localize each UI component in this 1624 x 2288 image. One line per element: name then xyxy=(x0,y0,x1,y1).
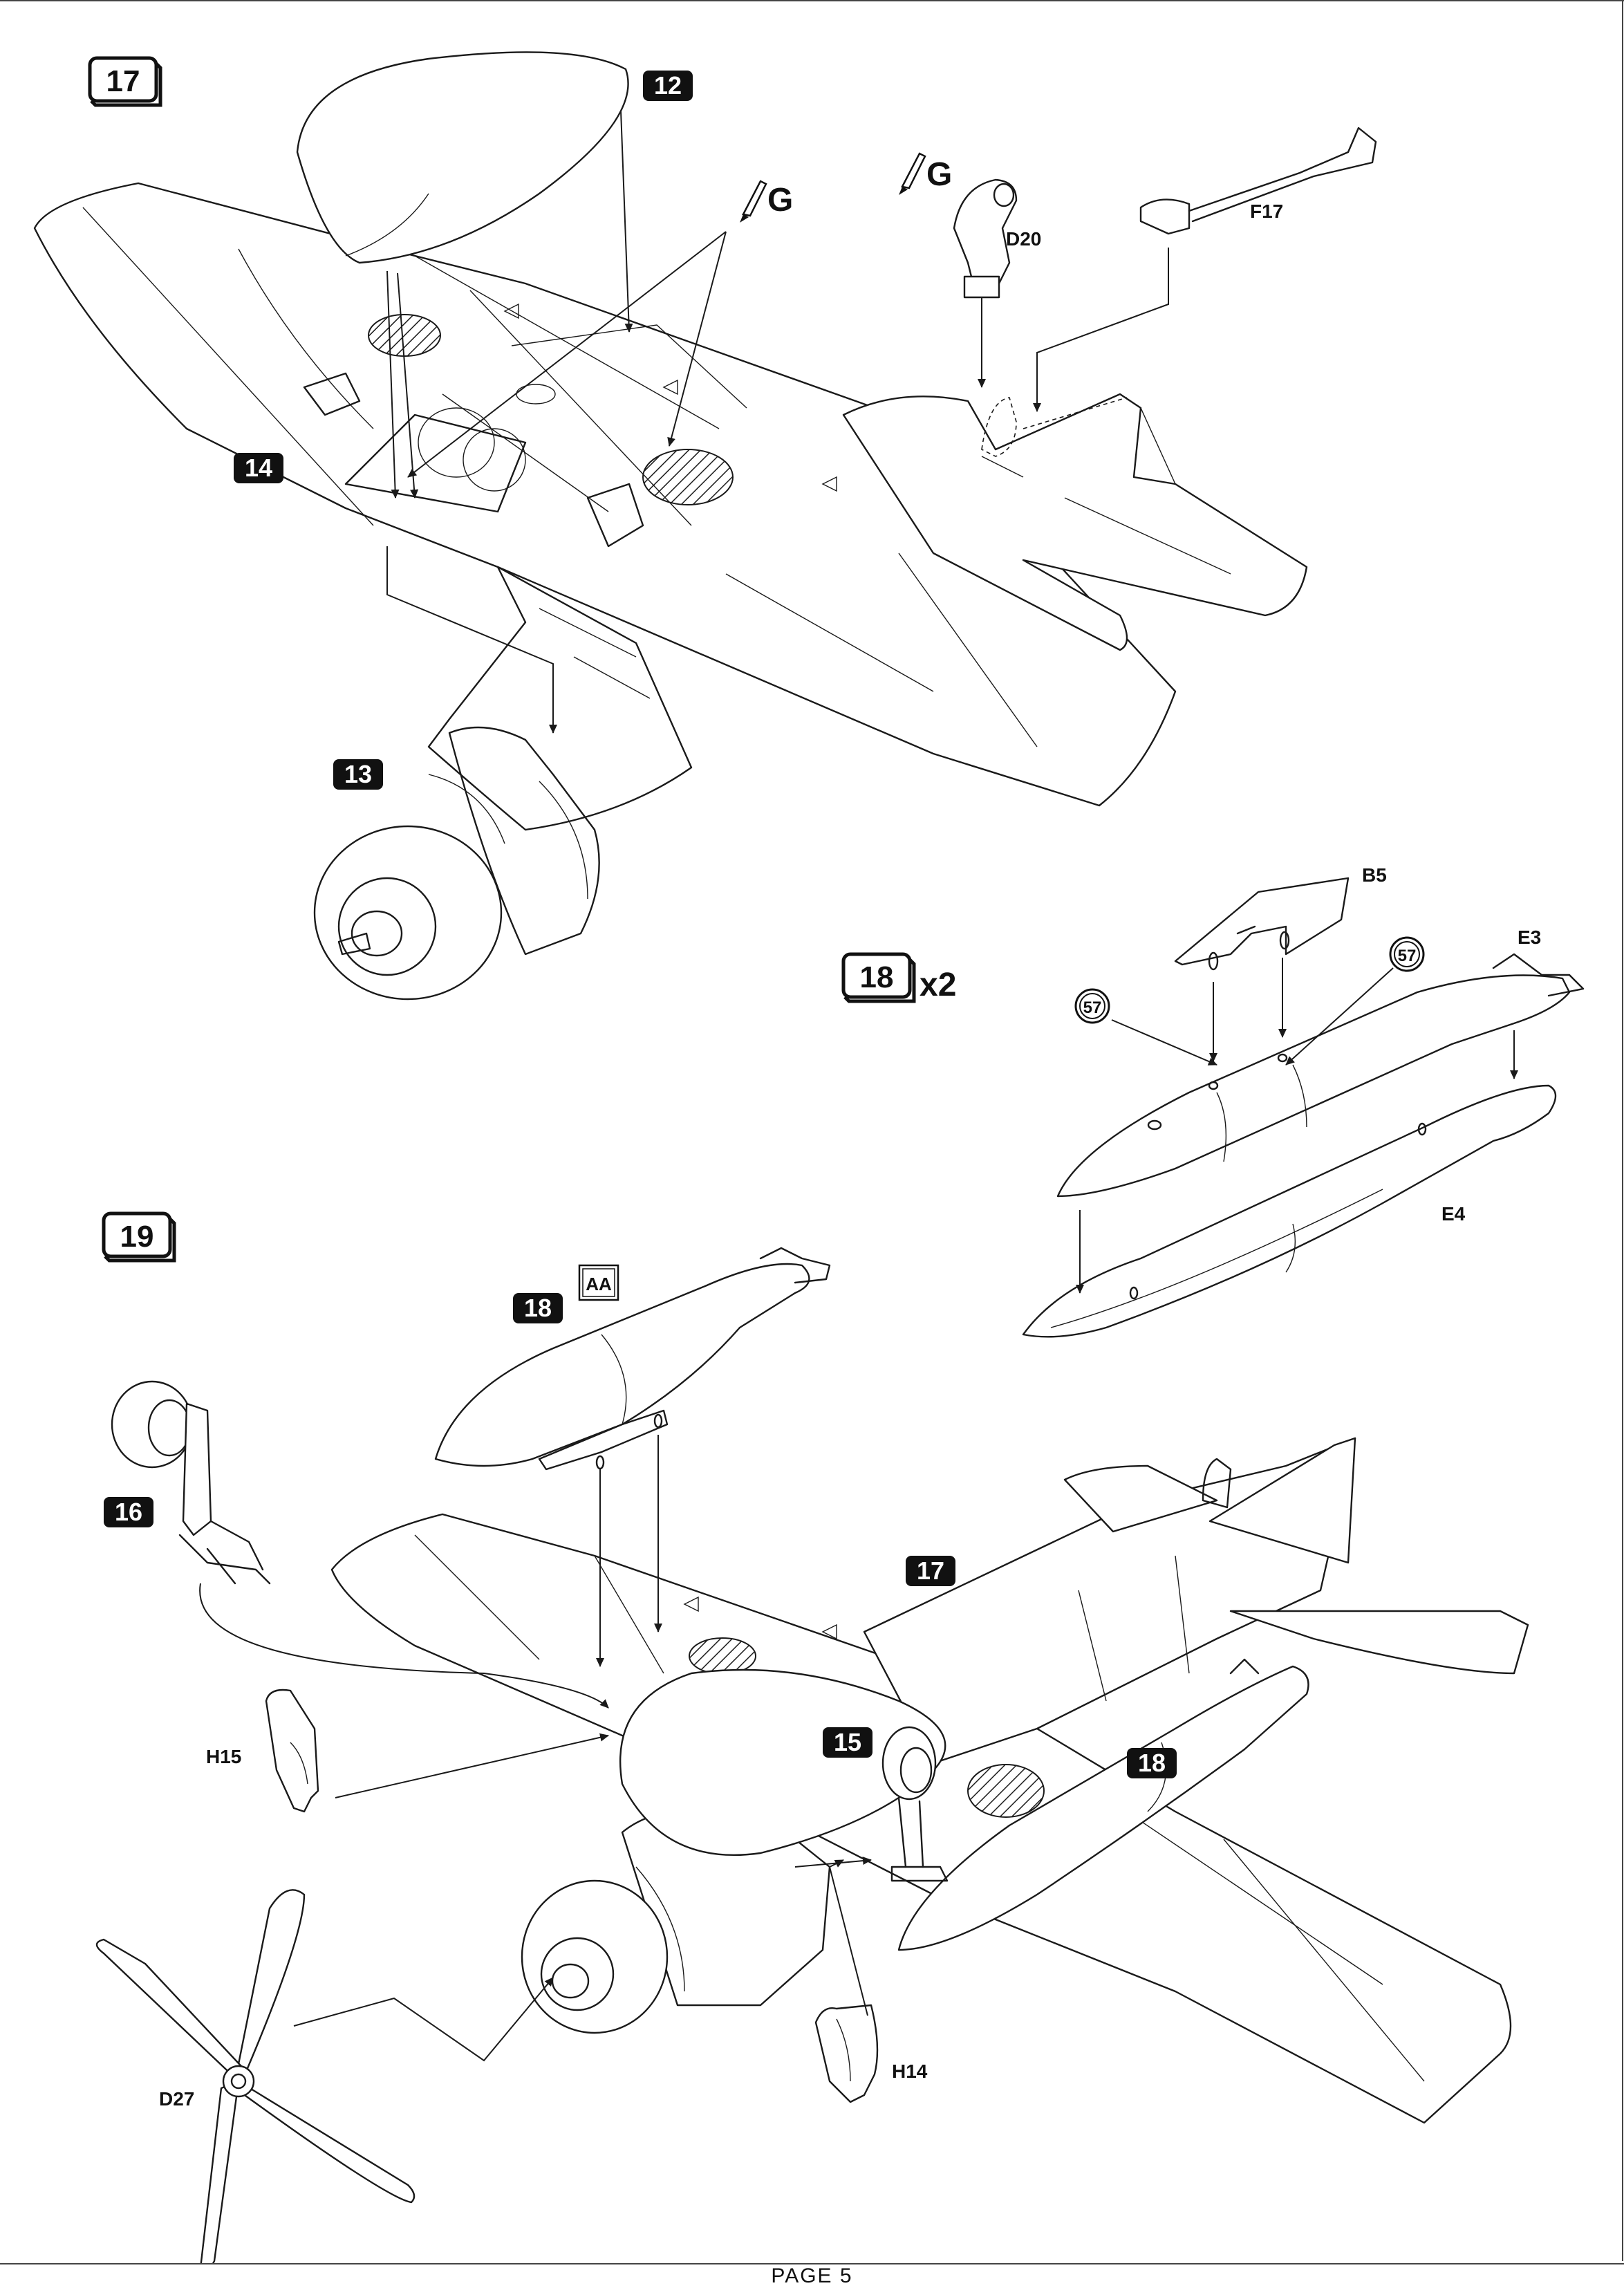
callout-18-lower-text: 18 xyxy=(1138,1749,1166,1777)
callout-15-text: 15 xyxy=(834,1728,861,1756)
part-e4-drawing xyxy=(1022,1084,1557,1338)
part-d20-drawing xyxy=(953,178,1018,299)
step-18-multiplier: x2 xyxy=(920,967,956,1003)
callout-13-text: 13 xyxy=(344,760,372,788)
upper-tail xyxy=(842,393,1308,651)
callout-13: 13 xyxy=(333,759,383,790)
step-17-aircraft xyxy=(33,182,1308,1001)
aa-symbol-text: AA xyxy=(586,1274,612,1294)
callout-16: 16 xyxy=(104,1497,153,1527)
callout-17: 17 xyxy=(906,1556,955,1586)
callout-18-lower: 18 xyxy=(1127,1748,1177,1778)
part-e3-drawing xyxy=(1056,953,1585,1198)
drop-tank-part xyxy=(296,51,629,264)
paint-brush-icon xyxy=(740,180,767,223)
gear-16-drawing xyxy=(111,1380,271,1585)
callout-14: 14 xyxy=(234,453,283,483)
part-e4-label: E4 xyxy=(1441,1203,1466,1225)
paint-brush-icon xyxy=(899,152,926,195)
callout-16-text: 16 xyxy=(115,1498,142,1526)
decal-57-text-1: 57 xyxy=(1083,998,1102,1017)
callout-12: 12 xyxy=(643,71,693,101)
upper-fuselage xyxy=(427,566,693,831)
step-17-badge: 17 xyxy=(88,56,162,107)
step-17-number: 17 xyxy=(106,64,140,98)
page-number-footer: PAGE 5 xyxy=(0,2263,1624,2288)
engine-cowling xyxy=(313,825,503,1001)
step-19-badge: 19 xyxy=(102,1211,176,1263)
part-b5-drawing xyxy=(1174,877,1350,971)
part-h14-label: H14 xyxy=(892,2061,928,2082)
upper-wing-outline xyxy=(33,182,1177,807)
step-18-number: 18 xyxy=(860,960,894,994)
decal-57-text-2: 57 xyxy=(1398,947,1417,965)
part-d20-label: D20 xyxy=(1006,228,1041,250)
part-f17-label: F17 xyxy=(1250,201,1283,222)
part-d27-propeller xyxy=(95,1889,416,2271)
main-gear-15 xyxy=(881,1726,949,1882)
step-18-badge: 18 xyxy=(841,952,916,1003)
aa-symbol-icon: AA xyxy=(578,1264,619,1301)
paint-g-label-1: G xyxy=(767,182,793,218)
decal-57-marker: 57 xyxy=(1389,936,1425,972)
step-19-number: 19 xyxy=(120,1220,154,1254)
part-b5-label: B5 xyxy=(1362,864,1387,886)
callout-14-text: 14 xyxy=(245,454,272,482)
assembled-drop-tank xyxy=(434,1247,831,1471)
callout-18-upper: 18 xyxy=(513,1293,563,1323)
callout-17-text: 17 xyxy=(917,1556,944,1585)
part-h14-drawing xyxy=(814,2004,879,2103)
callout-15: 15 xyxy=(823,1727,872,1758)
step-19-aircraft xyxy=(330,1437,1529,2124)
part-h15-label: H15 xyxy=(206,1746,241,1767)
callout-12-text: 12 xyxy=(654,71,682,100)
part-d27-label: D27 xyxy=(159,2088,194,2110)
part-f17-drawing xyxy=(1139,127,1377,235)
lower-engine-cowling xyxy=(521,1879,669,2034)
part-e3-label: E3 xyxy=(1518,927,1541,948)
part-h15-drawing xyxy=(265,1689,319,1813)
callout-18-upper-text: 18 xyxy=(524,1294,552,1322)
paint-g-label-2: G xyxy=(926,156,952,193)
decal-57-marker: 57 xyxy=(1074,988,1110,1024)
